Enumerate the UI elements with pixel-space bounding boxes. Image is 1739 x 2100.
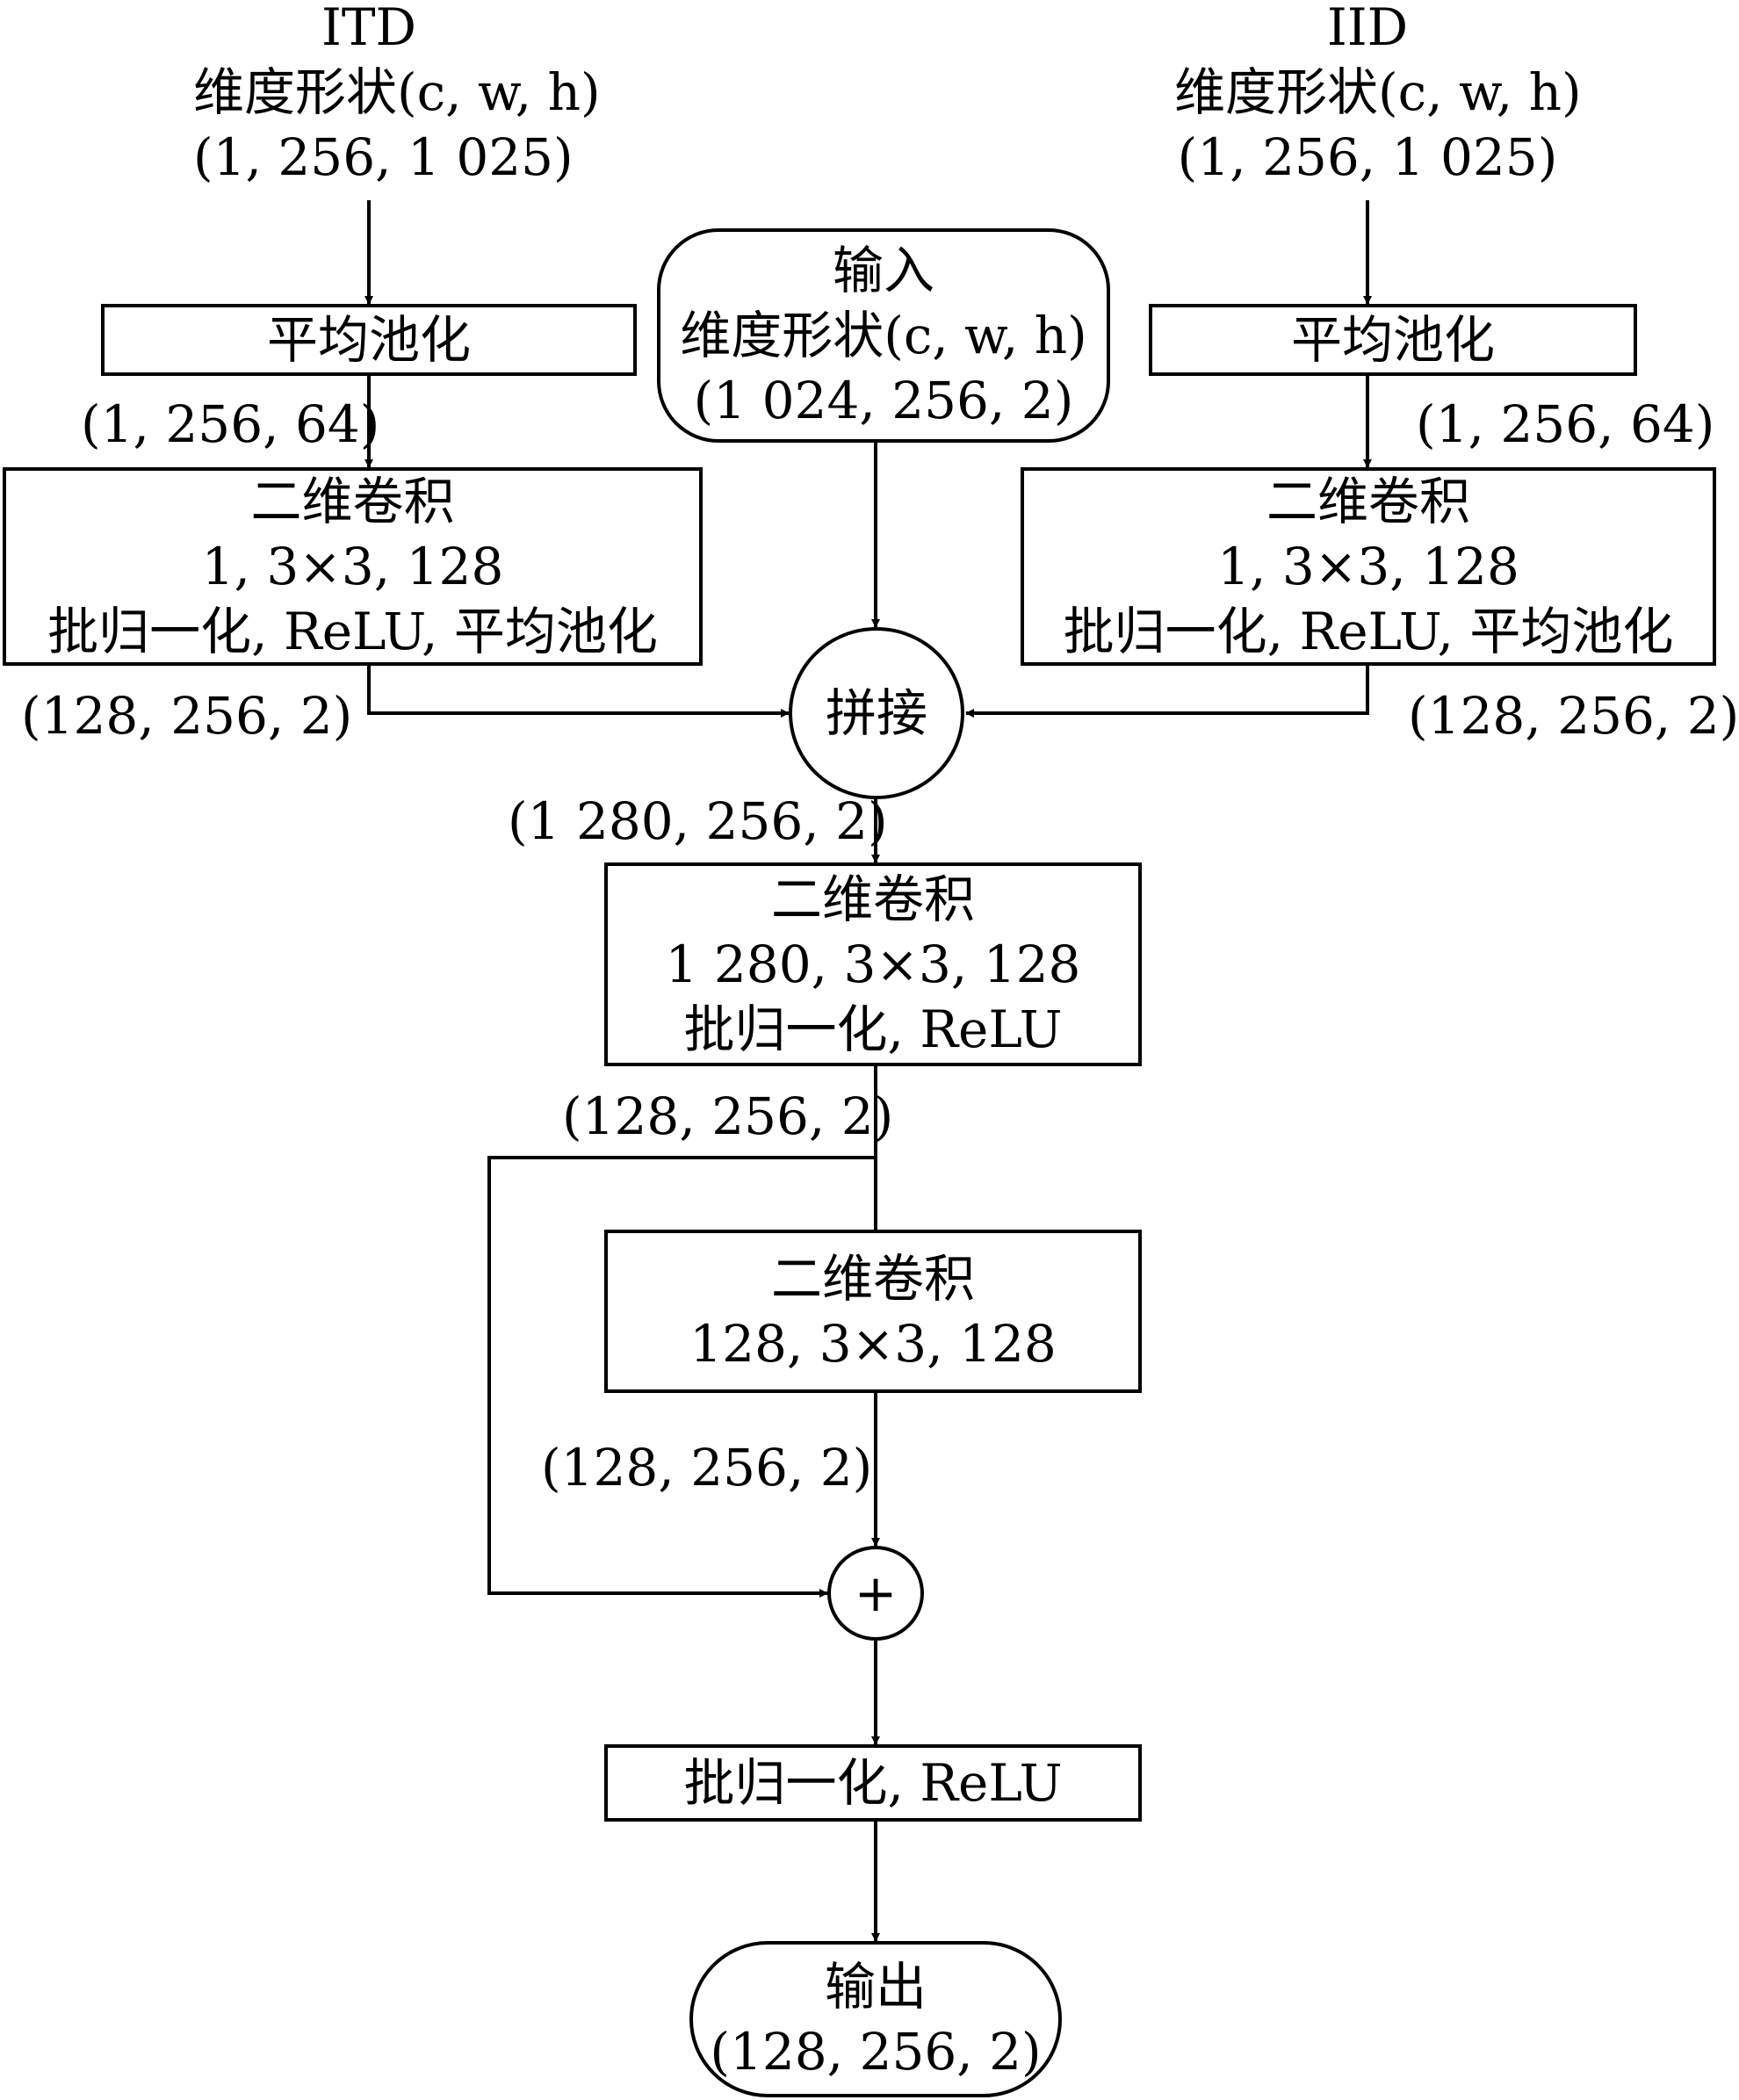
conv-b-params: 128, 3×3, 128 (689, 1314, 1057, 1374)
left-conv-ops: 批归一化, ReLU, 平均池化 (47, 602, 658, 661)
iid-dims: (1, 256, 1 025) (1177, 127, 1558, 187)
left-conv2d-box: 二维卷积 1, 3×3, 128 批归一化, ReLU, 平均池化 (3, 467, 703, 666)
right-conv-output-dims: (128, 256, 2) (1408, 686, 1739, 746)
right-avg-pool-label: 平均池化 (1290, 310, 1495, 370)
right-pool-output-dims: (1, 256, 64) (1416, 394, 1715, 454)
input-dims: (1 024, 256, 2) (693, 371, 1074, 430)
bn-relu-box: 批归一化, ReLU (604, 1744, 1142, 1822)
concat-node: 拼接 (789, 627, 964, 799)
conv-b-title: 二维卷积 (770, 1249, 975, 1309)
left-avg-pool-box: 平均池化 (101, 304, 637, 376)
concat-label: 拼接 (825, 683, 927, 743)
output-dims: (128, 256, 2) (710, 2022, 1042, 2082)
itd-shape-label: 维度形状(c, w, h) (193, 62, 601, 122)
input-node: 输入 维度形状(c, w, h) (1 024, 256, 2) (657, 228, 1110, 443)
input-title: 输入 (832, 241, 934, 300)
add-symbol: + (854, 1563, 898, 1623)
left-avg-pool-label: 平均池化 (266, 310, 471, 370)
output-node: 输出 (128, 256, 2) (689, 1941, 1062, 2097)
conv2d-a-box: 二维卷积 1 280, 3×3, 128 批归一化, ReLU (604, 862, 1142, 1066)
concat-output-dims: (1 280, 256, 2) (508, 791, 888, 851)
left-conv-title: 二维卷积 (250, 472, 455, 531)
conv-a-params: 1 280, 3×3, 128 (665, 935, 1081, 994)
right-conv-ops: 批归一化, ReLU, 平均池化 (1063, 602, 1674, 661)
right-conv2d-box: 二维卷积 1, 3×3, 128 批归一化, ReLU, 平均池化 (1021, 467, 1716, 666)
conv-a-ops: 批归一化, ReLU (683, 999, 1063, 1059)
right-avg-pool-box: 平均池化 (1149, 304, 1637, 376)
left-conv-output-dims: (128, 256, 2) (21, 686, 353, 746)
right-conv-title: 二维卷积 (1266, 472, 1470, 531)
input-shape-label: 维度形状(c, w, h) (680, 306, 1087, 365)
add-node: + (827, 1546, 924, 1641)
conv2d-b-box: 二维卷积 128, 3×3, 128 (604, 1230, 1142, 1393)
output-title: 输出 (824, 1957, 927, 2017)
edge-skip-connection (487, 1156, 876, 1598)
conv-a-title: 二维卷积 (770, 870, 975, 929)
itd-title: ITD (321, 0, 417, 57)
itd-header: ITD 维度形状(c, w, h) (1, 256, 1 025) (193, 0, 601, 190)
left-conv-params: 1, 3×3, 128 (201, 537, 504, 596)
edge-left-conv-to-concat (367, 666, 790, 718)
bn-relu-label: 批归一化, ReLU (683, 1753, 1063, 1813)
iid-shape-label: 维度形状(c, w, h) (1174, 62, 1582, 122)
iid-header: IID 维度形状(c, w, h) (1, 256, 1 025) (1174, 0, 1582, 190)
left-pool-output-dims: (1, 256, 64) (81, 394, 380, 454)
iid-title: IID (1326, 0, 1409, 57)
conv-b-output-dims: (128, 256, 2) (541, 1438, 873, 1497)
itd-dims: (1, 256, 1 025) (193, 127, 574, 187)
right-conv-params: 1, 3×3, 128 (1217, 537, 1519, 596)
edge-right-conv-to-concat (965, 666, 1369, 718)
conv-a-output-dims: (128, 256, 2) (562, 1086, 894, 1146)
